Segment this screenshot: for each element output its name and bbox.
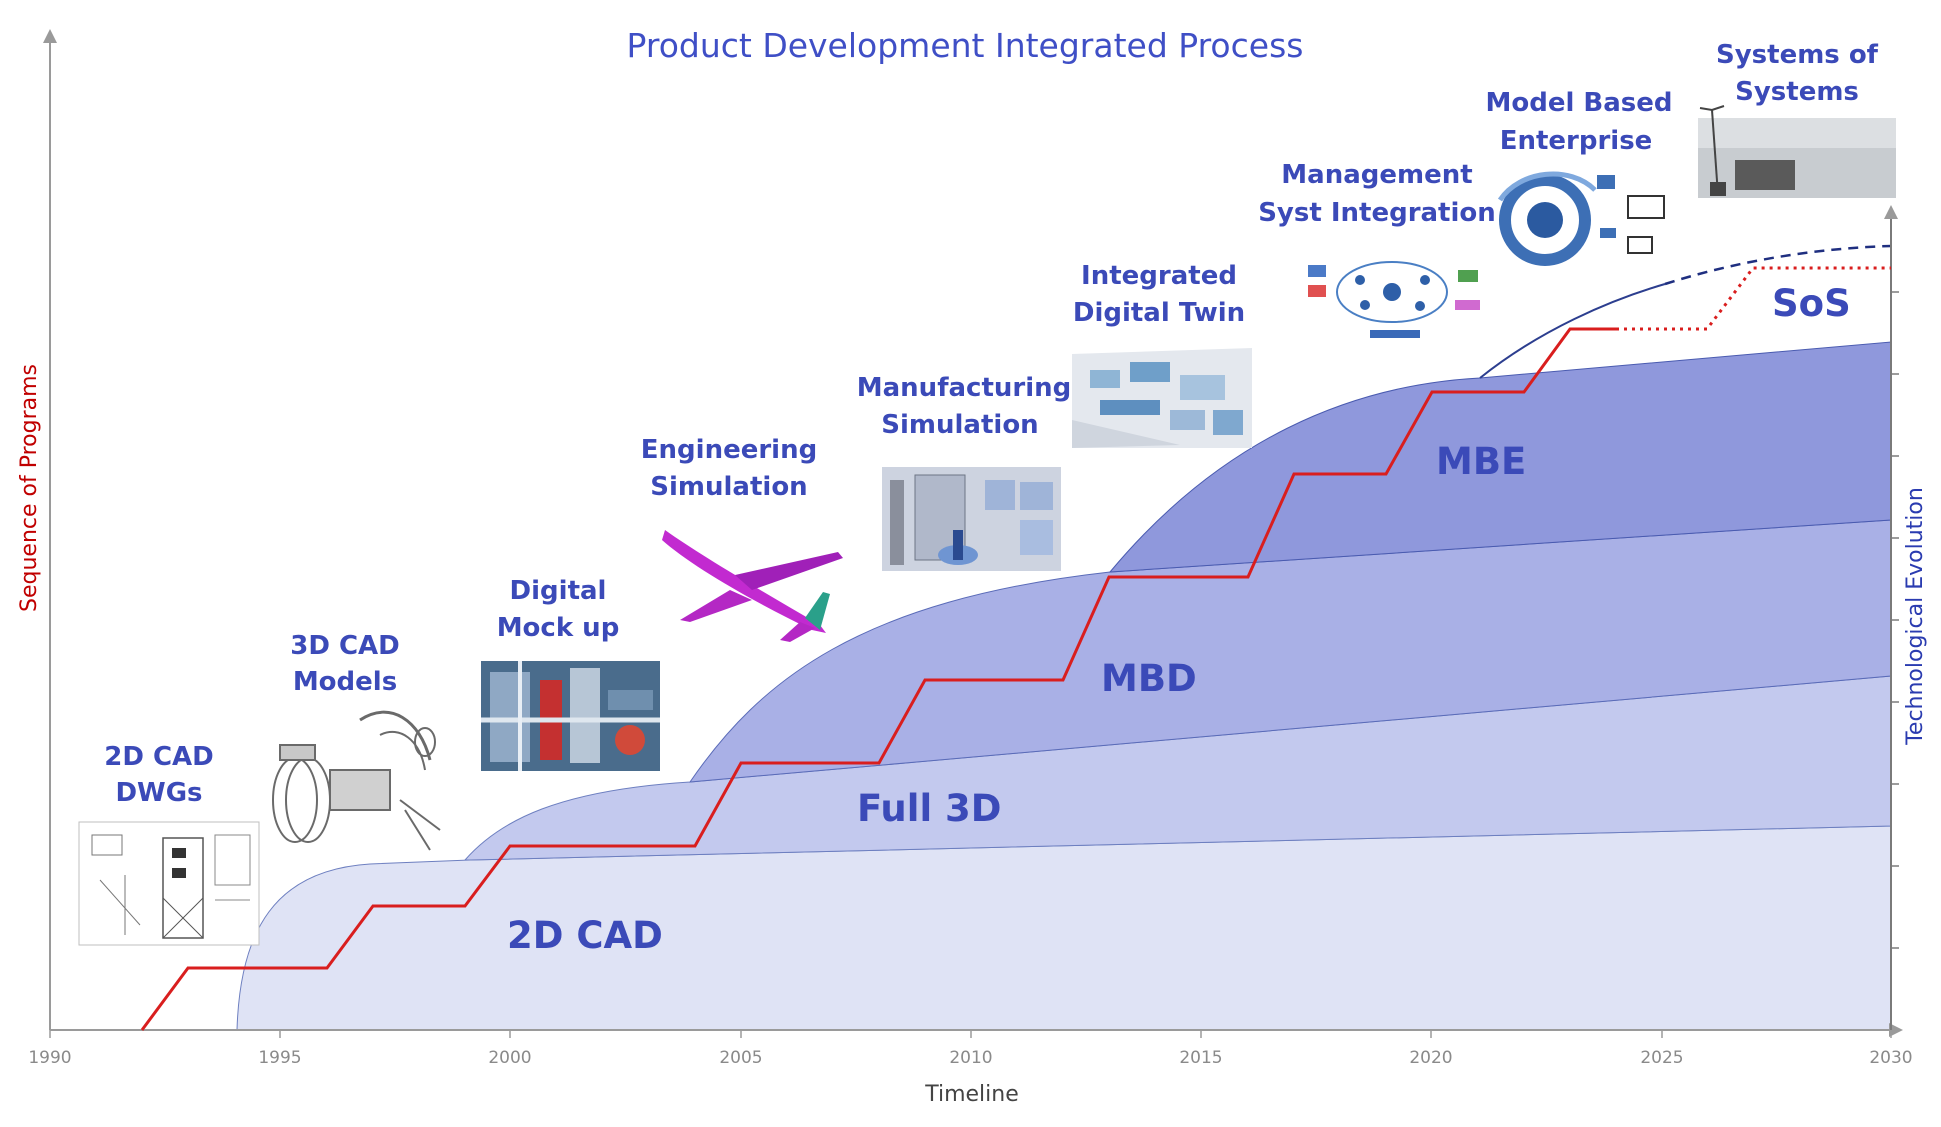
- milestone-label: DWGs: [115, 778, 202, 808]
- milestone-label: 3D CAD: [290, 631, 400, 661]
- x-axis-label: Timeline: [924, 1082, 1019, 1107]
- x-tick-label: 2010: [949, 1048, 992, 1068]
- milestone-label: Models: [293, 667, 397, 697]
- piping-mockup-icon: [481, 661, 660, 771]
- band-label-2dcad: 2D CAD: [507, 914, 663, 957]
- program-step-line-future: [1616, 266, 1891, 331]
- milestone-label: Mock up: [497, 613, 620, 643]
- band-label-mbd: MBD: [1101, 657, 1197, 700]
- milestone-label: Simulation: [881, 410, 1038, 440]
- x-ticks: [49, 1030, 1892, 1038]
- band-2dcad: [236, 825, 1892, 1031]
- x-tick-label: 2015: [1179, 1048, 1222, 1068]
- band-mbd: [688, 519, 1892, 783]
- milestone-label: Systems: [1735, 77, 1859, 107]
- airplane-icon: [662, 530, 843, 642]
- milestone-label: Systems of: [1716, 40, 1879, 70]
- x-tick-label: 2005: [719, 1048, 762, 1068]
- mbse-cycle-icon: [1497, 171, 1665, 266]
- milestone-label: Enterprise: [1500, 126, 1653, 156]
- band-mbe: [1108, 341, 1892, 573]
- milestone-label: Digital Twin: [1073, 298, 1245, 328]
- y-axis-right-label: Technological Evolution: [1903, 487, 1928, 746]
- milestone-label: Integrated: [1081, 261, 1237, 291]
- x-tick-label: 1990: [28, 1048, 71, 1068]
- x-tick-label: 2025: [1640, 1048, 1683, 1068]
- drawing-icon: [78, 821, 260, 946]
- diagram-title: Product Development Integrated Process: [627, 26, 1304, 65]
- x-tick-label: 2020: [1409, 1048, 1452, 1068]
- milestone-label: Model Based: [1485, 88, 1672, 118]
- milestone-label: 2D CAD: [104, 742, 214, 772]
- x-tick-label: 1995: [258, 1048, 301, 1068]
- landscape-icon: [1698, 105, 1896, 198]
- sos-boundary-dashed: [1664, 244, 1892, 286]
- milestone-label: Simulation: [650, 472, 807, 502]
- factory-cell-icon: [882, 467, 1061, 571]
- network-diagram-icon: [1308, 261, 1480, 338]
- milestone-label: Engineering: [641, 435, 817, 465]
- band-label-sos: SoS: [1772, 282, 1851, 325]
- sos-boundary-solid: [1479, 283, 1666, 379]
- x-tick-label: 2000: [488, 1048, 531, 1068]
- program-step-line: [140, 327, 1616, 1031]
- milestone-label: Digital: [510, 576, 607, 606]
- factory-layout-icon: [1072, 348, 1252, 448]
- band-label-mbe: MBE: [1436, 440, 1526, 483]
- y-axis-left-label: Sequence of Programs: [17, 364, 42, 612]
- right-axis-ticks: [1891, 291, 1899, 949]
- exploded-model-icon: [272, 710, 441, 851]
- band-label-full3d: Full 3D: [857, 787, 1001, 830]
- milestone-label: Manufacturing: [857, 373, 1072, 403]
- x-tick-label: 2030: [1869, 1048, 1912, 1068]
- milestone-label: Syst Integration: [1258, 198, 1496, 228]
- milestone-label: Management: [1281, 160, 1472, 190]
